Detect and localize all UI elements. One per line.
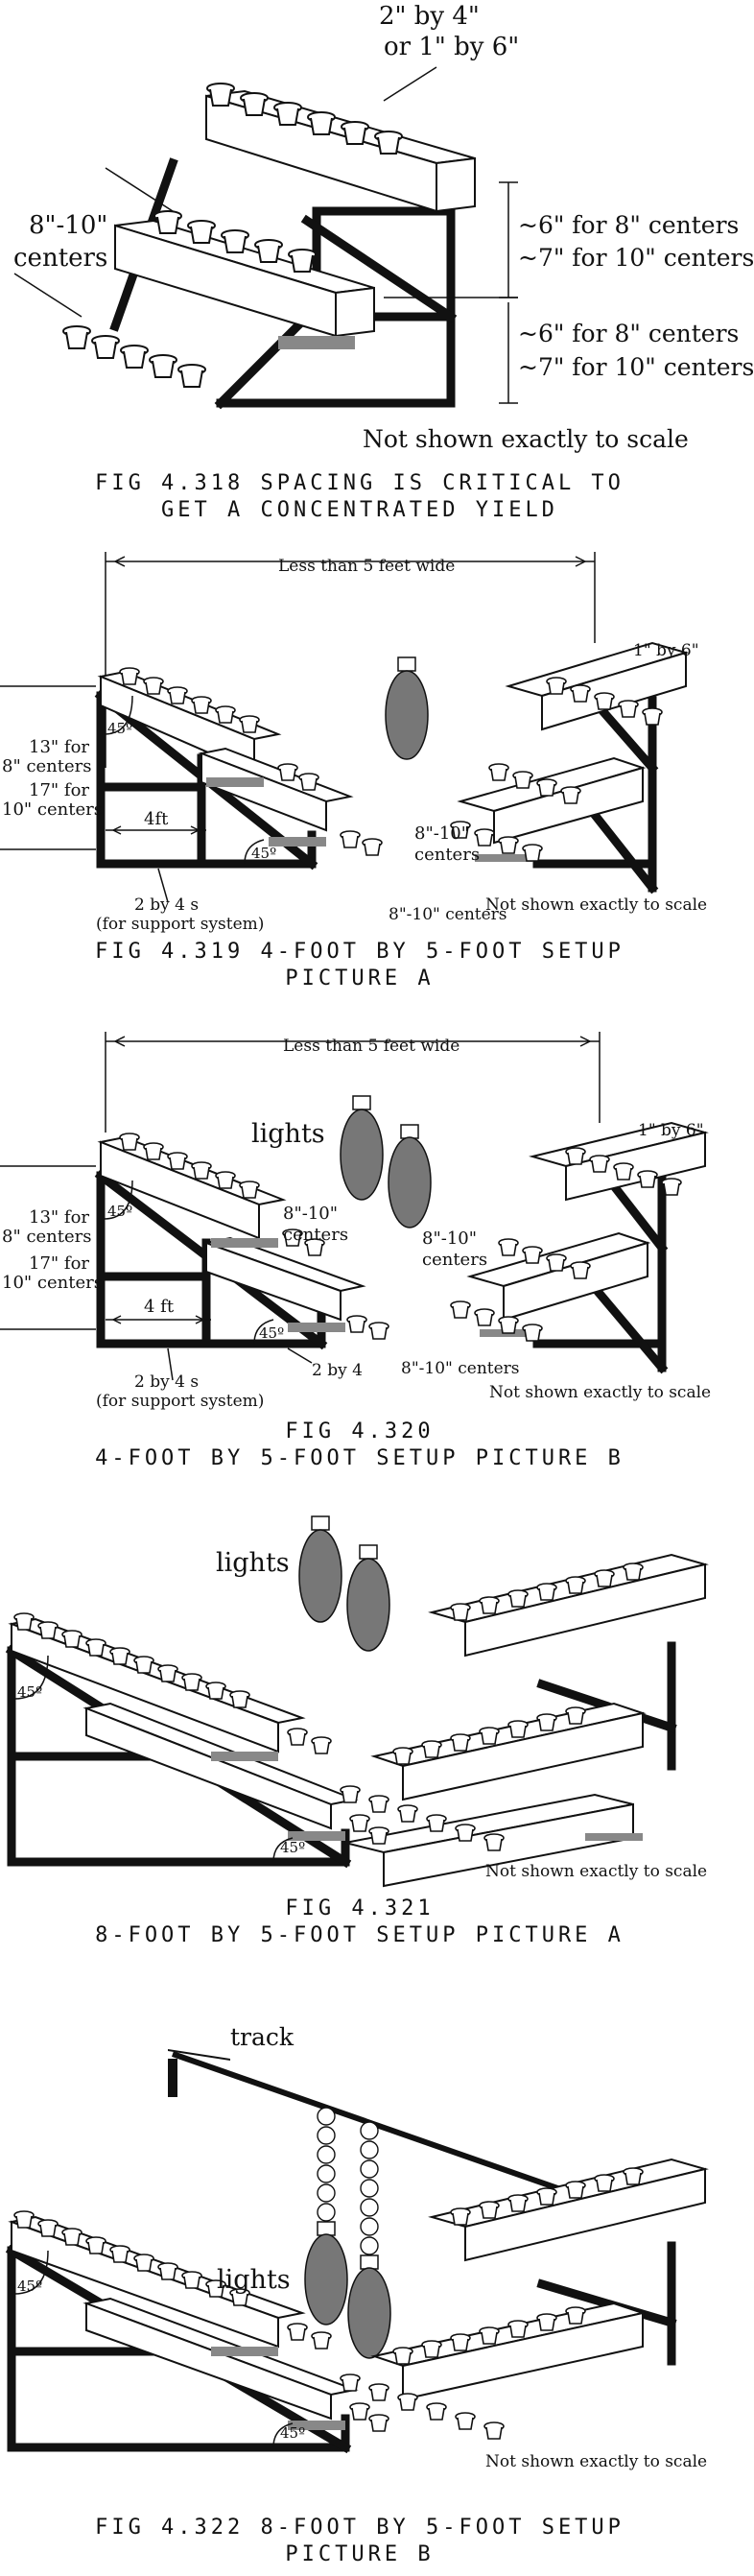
top-lumber-label: 1" by 6"	[638, 1121, 704, 1140]
center-left-a: 8"-10"	[283, 1204, 338, 1224]
figure-caption-1: FIG 4.321	[285, 1896, 435, 1920]
fig-4-321-panel: lights 45º 45º Not shown exactly to scal…	[0, 1515, 719, 1968]
plant-pot-icon	[119, 667, 663, 862]
plant-pot-icon	[62, 83, 403, 388]
scale-note: Not shown exactly to scale	[363, 425, 689, 453]
length-label: 4ft	[144, 809, 169, 829]
top-lumber-label: 2" by 4"	[379, 2, 480, 31]
angle-lower: 45º	[259, 1324, 285, 1342]
track-label: track	[230, 2023, 295, 2051]
angle-upper: 45º	[107, 720, 133, 737]
center-bottom: 8"-10" centers	[401, 1359, 520, 1378]
figure-caption-2: PICTURE B	[285, 2542, 435, 2566]
rise-upper-a: ~6" for 8" centers	[518, 211, 740, 239]
figure-caption-1: FIG 4.319 4-FOOT BY 5-FOOT SETUP	[95, 940, 624, 964]
drip-tray	[211, 1752, 278, 1761]
height-10-b: 10" centers	[2, 1273, 103, 1293]
rise-lower-a: ~6" for 8" centers	[518, 320, 740, 347]
fig-4-320-panel: Less than 5 feet wide lights 1" by 6" 13…	[0, 1017, 719, 1488]
top-lumber-label: 1" by 6"	[633, 641, 699, 660]
figure-caption-1: FIG 4.322 8-FOOT BY 5-FOOT SETUP	[95, 2516, 624, 2540]
grow-light-icon	[340, 1095, 432, 1228]
angle-upper: 45º	[107, 1203, 133, 1220]
fig-4-318-panel: 2" by 4" or 1" by 6" 8"-10" centers ~6" …	[0, 0, 754, 537]
height-10-b: 10" centers	[2, 799, 103, 820]
center-mid-b: centers	[414, 845, 481, 865]
lights-label: lights	[217, 2265, 291, 2295]
figure-caption-1: FIG 4.318 SPACING IS CRITICAL TO	[95, 471, 624, 495]
center-left-b: centers	[283, 1225, 349, 1245]
scale-note: Not shown exactly to scale	[485, 2452, 708, 2471]
scale-note: Not shown exactly to scale	[485, 1862, 708, 1881]
figure-caption-2: PICTURE A	[285, 966, 435, 990]
support-a: 2 by 4 s	[134, 895, 200, 915]
drip-tray	[475, 854, 532, 862]
angle-upper: 45º	[17, 1683, 43, 1701]
width-note: Less than 5 feet wide	[283, 1037, 460, 1056]
height-10-a: 17" for	[29, 1253, 90, 1274]
drip-tray	[206, 777, 264, 787]
spacing-label-1: 8"-10"	[29, 211, 108, 240]
grow-light-icon	[298, 1515, 390, 1652]
track-rail-icon	[168, 2049, 586, 2201]
drip-tray	[211, 1238, 278, 1248]
fig-4-322-drawing	[5, 2049, 709, 2454]
drip-tray	[288, 1831, 345, 1841]
center-right-b: centers	[422, 1250, 488, 1270]
fig-4-322-panel: track lights 45º 45º Not shown exactly t…	[0, 2023, 719, 2576]
plant-pot-icon	[119, 1133, 682, 1342]
figure-caption-2: 8-FOOT BY 5-FOOT SETUP PICTURE A	[95, 1923, 624, 1947]
height-8-a: 13" for	[29, 737, 90, 757]
center-right-a: 8"-10"	[422, 1228, 477, 1249]
drip-tray	[269, 837, 326, 847]
grow-light-icon	[304, 2221, 391, 2359]
height-8-a: 13" for	[29, 1207, 90, 1228]
length-label: 4 ft	[144, 1297, 175, 1317]
plant-pot-icon	[13, 2167, 644, 2440]
scale-note: Not shown exactly to scale	[489, 1383, 712, 1402]
figure-caption-2: GET A CONCENTRATED YIELD	[161, 498, 558, 522]
center-bottom: 8"-10" centers	[389, 905, 507, 924]
fig-4-320-drawing	[0, 1032, 709, 1381]
figure-caption-1: FIG 4.320	[285, 1419, 435, 1443]
lights-label: lights	[216, 1548, 290, 1578]
support-b: (for support system)	[96, 1392, 265, 1411]
support-b: (for support system)	[96, 915, 265, 934]
drip-tray	[211, 2347, 278, 2356]
plant-pot-icon	[13, 1562, 644, 1851]
angle-upper: 45º	[17, 2278, 43, 2295]
drip-tray	[585, 1833, 643, 1841]
fig-4-319-drawing	[0, 552, 690, 903]
lumber-small-label: 2 by 4	[312, 1361, 363, 1380]
center-mid-a: 8"-10"	[414, 823, 469, 844]
height-8-b: 8" centers	[2, 756, 92, 776]
drip-tray	[278, 336, 355, 349]
fig-4-321-drawing	[5, 1515, 709, 1888]
rise-lower-b: ~7" for 10" centers	[518, 353, 754, 381]
height-8-b: 8" centers	[2, 1227, 92, 1247]
angle-lower: 45º	[280, 2424, 306, 2442]
fig-4-318-drawing	[13, 66, 518, 410]
figure-caption-2: 4-FOOT BY 5-FOOT SETUP PICTURE B	[95, 1446, 624, 1470]
fig-4-319-panel: Less than 5 feet wide 1" by 6" 13" for 8…	[0, 537, 719, 1008]
lights-label: lights	[251, 1119, 325, 1149]
width-note: Less than 5 feet wide	[278, 557, 456, 576]
spacing-label-2: centers	[13, 244, 108, 273]
scale-note: Not shown exactly to scale	[485, 895, 708, 915]
drip-tray	[288, 2421, 345, 2430]
drip-tray	[288, 1323, 345, 1332]
rise-upper-b: ~7" for 10" centers	[518, 244, 754, 272]
top-lumber-alt-label: or 1" by 6"	[384, 33, 520, 61]
height-10-a: 17" for	[29, 780, 90, 800]
support-a: 2 by 4 s	[134, 1372, 200, 1392]
angle-lower: 45º	[280, 1839, 306, 1856]
angle-lower: 45º	[251, 845, 277, 862]
grow-light-icon	[385, 656, 429, 760]
